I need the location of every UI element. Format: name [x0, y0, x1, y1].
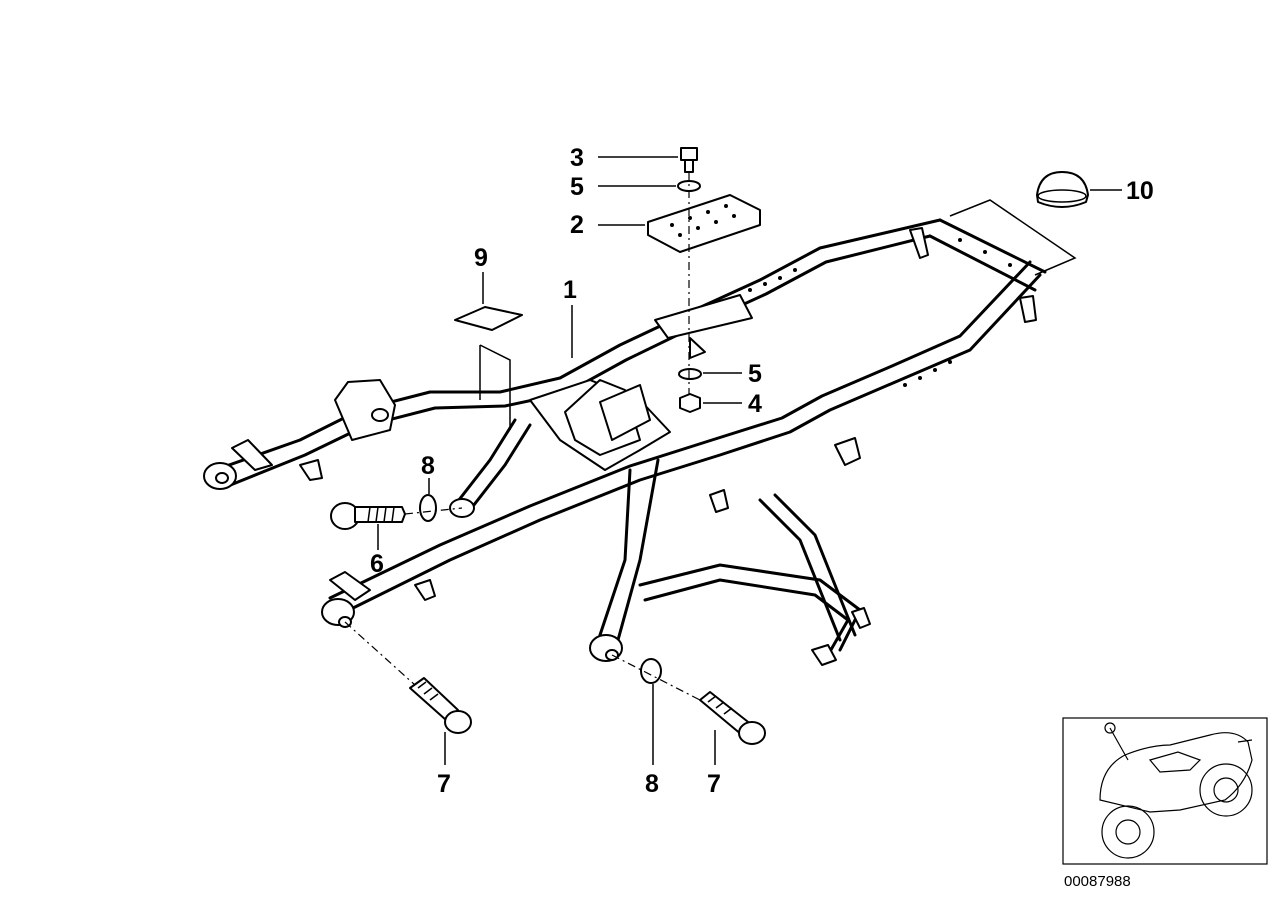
cap-screw [330, 502, 406, 530]
washer-bottom [678, 368, 702, 380]
diagram-code: 00087988 [1064, 873, 1131, 890]
bushing-left [419, 494, 437, 522]
callout-7-right: 7 [707, 770, 721, 798]
callout-2: 2 [570, 211, 584, 239]
bushing-right [640, 658, 662, 684]
callout-8-right: 8 [645, 770, 659, 798]
callout-4: 4 [748, 390, 762, 418]
callout-3: 3 [570, 144, 584, 172]
callout-8-left: 8 [421, 452, 435, 480]
callout-6: 6 [370, 550, 384, 578]
callout-1: 1 [563, 276, 577, 304]
label-plate [454, 306, 523, 331]
mounting-plate [647, 194, 761, 253]
rubber-grommet [1036, 171, 1089, 208]
callout-9: 9 [474, 244, 488, 272]
cap-screw-right [699, 691, 766, 745]
callout-5-top: 5 [570, 173, 584, 201]
hex-bolt-top [680, 147, 698, 173]
callout-7-left: 7 [437, 770, 451, 798]
callout-10: 10 [1126, 177, 1154, 205]
callout-5-bottom: 5 [748, 360, 762, 388]
cap-screw-left [409, 677, 472, 734]
rear-frame [203, 218, 1047, 666]
hex-nut [679, 393, 701, 413]
motorcycle-thumbnail [1062, 717, 1268, 865]
leader-lines [377, 156, 1122, 765]
